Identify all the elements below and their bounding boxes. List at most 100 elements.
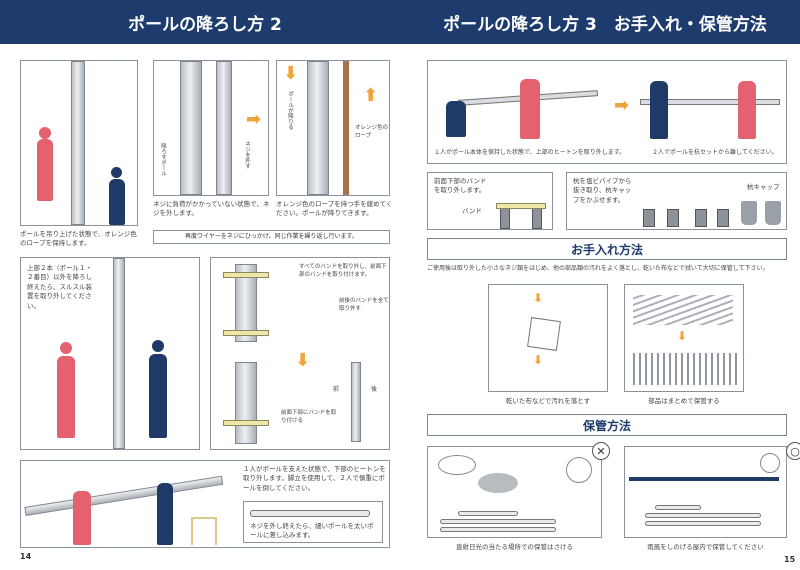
page-number-left: 14 xyxy=(20,552,32,561)
care-text: ご使用後は取り外した小さなネジ類をはじめ、他の部品類の汚れをよく落とし、乾いた布… xyxy=(427,265,769,272)
care-caption-1: 乾いた布などで汚れを落とす xyxy=(505,397,591,405)
navy-figure-head xyxy=(111,167,122,178)
pole-illustration xyxy=(640,99,780,105)
panel-remove-device: 上部２本（ポール１・２番目）以外を降ろし終えたら、スルスル装置を取り外してくださ… xyxy=(20,257,200,450)
pole-illustration xyxy=(113,258,125,449)
care-caption-2: 部品はまとめて保管する xyxy=(648,397,720,405)
pole-illustration xyxy=(645,521,761,526)
panel-lower-pole: ⬇ ⬆ ポールが降りる オレンジ色のロープ xyxy=(276,60,390,196)
navy-figure-head xyxy=(152,340,164,352)
panel-remove-band: 前面下部のバンドを取り外します。 バンド xyxy=(427,172,553,230)
label-rope: オレンジ色のロープ xyxy=(355,125,389,139)
red-figure-head xyxy=(60,342,72,354)
panel2-caption: ネジに負荷がかかっていない状態で、ネジを外します。 xyxy=(153,200,270,218)
arrow-down-icon: ⬇ xyxy=(283,63,299,84)
arrow-down-icon: ⬇ xyxy=(533,291,544,305)
right-page-title: ポールの降ろし方 3 お手入れ・保管方法 xyxy=(443,14,767,35)
step1-caption: １人がポール本体を保持した状態で、上部のヒートンを取り外します。 xyxy=(434,149,626,156)
left-page-header: ポールの降ろし方 2 xyxy=(0,0,410,44)
panel5-text1: すべてのバンドを取り外し、前面下部のバンドを取り付けます。 xyxy=(299,264,387,278)
pole-illustration xyxy=(216,61,232,195)
red-figure xyxy=(738,81,756,139)
sawhorse-icon xyxy=(191,517,217,545)
label-pole-down: ポールが降りる xyxy=(286,91,293,130)
band xyxy=(223,272,269,278)
panel-remove-top: ➡ １人がポール本体を保持した状態で、上部のヒートンを取り外します。 ２人でポー… xyxy=(427,60,787,164)
pole-illustration xyxy=(645,513,761,518)
arrow-down-icon: ⬇ xyxy=(677,329,688,343)
label-screw: ネジを外す xyxy=(243,141,250,169)
stake-block xyxy=(500,207,510,229)
red-figure-head xyxy=(39,127,51,139)
panel5-text3: 前面下部にバンドを取り付ける xyxy=(281,410,337,424)
panel-store-parts: ⬇ xyxy=(624,284,744,392)
panel4-text: 上部２本（ポール１・２番目）以外を降ろし終えたら、スルスル装置を取り外してくださ… xyxy=(27,264,92,310)
panel1-caption: ポールを吊り上げた状態で、オレンジ色のロープを保持します。 xyxy=(20,230,137,248)
navy-figure xyxy=(157,483,173,545)
pole-illustration xyxy=(655,505,701,510)
good-mark-icon: ○ xyxy=(786,442,800,460)
pole-illustration xyxy=(71,61,85,225)
parts-icon xyxy=(633,353,737,385)
arrow-right-icon: ➡ xyxy=(614,95,630,116)
bad-mark-icon: ✕ xyxy=(592,442,610,460)
sun-icon xyxy=(760,453,780,473)
left-page-title: ポールの降ろし方 2 xyxy=(128,14,282,35)
panel-lay-pole: １人がポールを支えた状態で、下部のヒートンを取り外します。脚立を使用して、２人で… xyxy=(20,460,390,548)
band xyxy=(223,330,269,336)
storage-bad-caption: 直射日光の当たる場所での保管はさける xyxy=(456,543,573,551)
panel-hold-rope xyxy=(20,60,138,226)
band xyxy=(496,203,546,209)
pole-illustration xyxy=(235,362,257,444)
cloud-icon xyxy=(438,455,476,475)
cloth-icon xyxy=(527,317,561,351)
red-figure xyxy=(57,356,75,438)
red-figure xyxy=(73,491,91,545)
band xyxy=(223,420,269,426)
pole-illustration xyxy=(235,264,257,342)
panel-clean: ⬇ ⬇ xyxy=(488,284,608,392)
arrow-down-icon: ⬇ xyxy=(295,350,311,371)
navy-figure xyxy=(149,354,167,438)
navy-figure xyxy=(650,81,668,139)
pole-illustration xyxy=(440,519,556,524)
sun-icon xyxy=(566,457,592,483)
arrow-up-icon: ⬆ xyxy=(363,85,379,106)
stake-block xyxy=(532,207,542,229)
arrow-right-icon: ➡ xyxy=(246,109,262,130)
navy-figure xyxy=(109,179,125,225)
stake-cap-label: 杭キャップ xyxy=(747,183,780,191)
label-back: 後 xyxy=(371,386,378,393)
rain-cloud-icon xyxy=(478,473,518,493)
stake-cap-icon xyxy=(765,201,781,225)
pole-illustration xyxy=(440,527,556,532)
screws-icon xyxy=(633,295,733,325)
care-section-title: お手入れ方法 xyxy=(427,238,787,260)
arrow-down-icon: ⬇ xyxy=(533,353,544,367)
panel-bands: すべてのバンドを取り外し、前面下部のバンドを取り付けます。 前後のバンドを全て取… xyxy=(210,257,390,450)
right-page-header: ポールの降ろし方 3 お手入れ・保管方法 xyxy=(410,0,800,44)
panel3-caption: オレンジ色のロープを持つ手を緩めてください。ポールが降りてきます。 xyxy=(276,200,393,218)
orange-rope xyxy=(343,61,349,195)
stake-block xyxy=(717,209,729,227)
band-label: バンド xyxy=(462,207,482,215)
stake-block xyxy=(695,209,707,227)
panel-stake-cap: 杭を塩ビパイプから抜き取り、杭キャップをかぶせます。 杭キャップ xyxy=(566,172,787,230)
pole-illustration xyxy=(351,362,361,442)
panel6-sub: ネジを外し終えたら、細いポールを太いポールに差し込みます。 xyxy=(250,522,374,540)
pole-illustration xyxy=(250,510,370,517)
panel-storage-bad xyxy=(427,446,602,538)
red-figure xyxy=(520,79,540,139)
pole-illustration xyxy=(180,61,202,195)
pole-illustration xyxy=(458,511,518,516)
step2-caption: ２人でポールを杭セットから離してください。 xyxy=(652,149,778,156)
storage-good-caption: 雨風をしのげる屋内で保管してください xyxy=(647,543,764,551)
red-figure xyxy=(37,139,53,201)
panel-storage-good xyxy=(624,446,787,538)
panel6-text: １人がポールを支えた状態で、下部のヒートンを取り外します。脚立を使用して、２人で… xyxy=(243,465,386,492)
pole-illustration xyxy=(307,61,329,195)
page-number-right: 15 xyxy=(784,555,796,564)
stake-text: 杭を塩ビパイプから抜き取り、杭キャップをかぶせます。 xyxy=(573,177,632,204)
panel5-text2: 前後のバンドを全て取り外す xyxy=(339,298,389,312)
label-front: 前 xyxy=(333,386,340,393)
